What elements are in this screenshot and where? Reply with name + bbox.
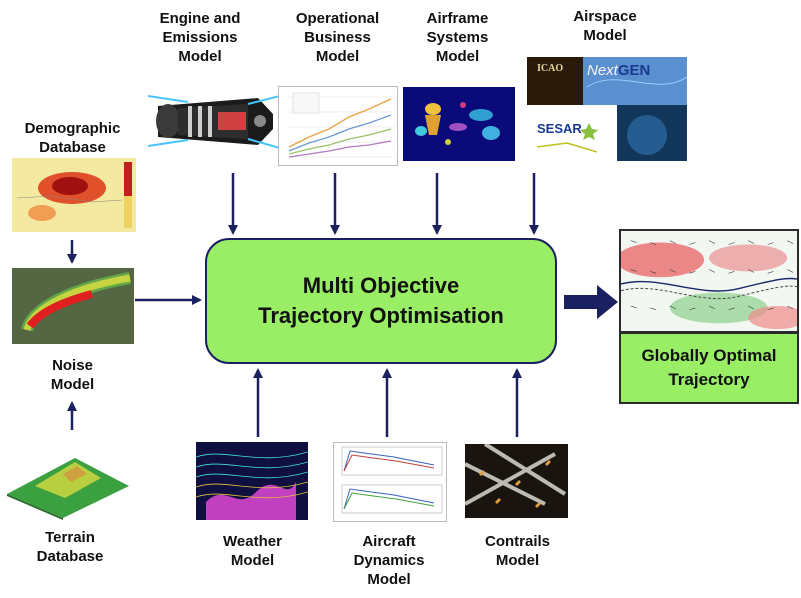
terrain-image [5, 438, 130, 520]
globally-optimal-trajectory-box: Globally Optimal Trajectory [619, 332, 799, 404]
optimisation-title-line2: Trajectory Optimisation [258, 303, 504, 328]
airframe-systems-image [403, 87, 515, 161]
output-line1: Globally Optimal [641, 346, 777, 365]
optimal-trajectory-image [619, 229, 799, 333]
aircraft-dynamics-image [333, 442, 447, 522]
noise-image [12, 268, 134, 344]
icao-logo-text: ICAO [537, 63, 564, 74]
output-line2: Trajectory [668, 370, 750, 389]
nextgen-logo-text: NextGEN [587, 62, 651, 79]
optimisation-box: Multi Objective Trajectory Optimisation [205, 238, 557, 364]
contrails-image [465, 444, 568, 518]
engine-image [148, 84, 280, 159]
airspace-image: ICAO NextGEN SESAR [527, 57, 687, 161]
weather-image [196, 442, 308, 520]
optimisation-title-line1: Multi Objective [302, 273, 460, 298]
sesar-logo-text: SESAR [537, 121, 582, 136]
demographic-image [12, 158, 136, 232]
business-chart-image [278, 86, 398, 166]
big-arrow-to-output [564, 285, 618, 319]
